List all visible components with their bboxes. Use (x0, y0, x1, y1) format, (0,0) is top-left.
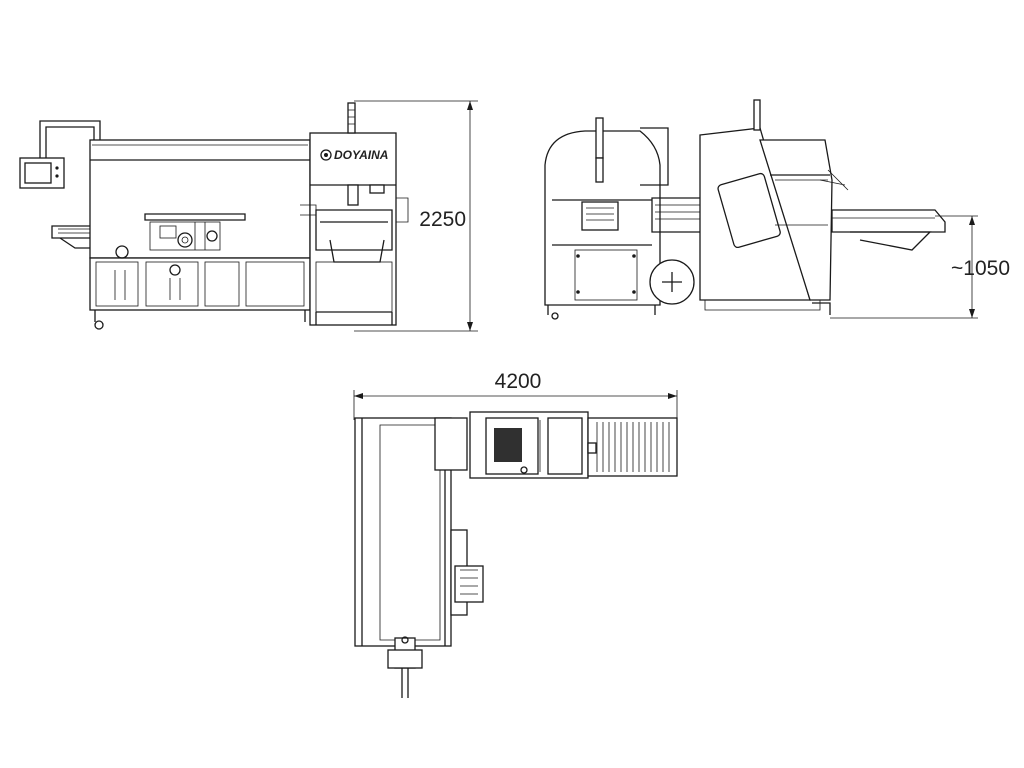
hmi-screen (24, 162, 52, 184)
signal-light-tower (347, 102, 356, 134)
lower-frame (89, 257, 311, 311)
working-height-dimension: ~1050 (830, 215, 1010, 319)
brand-logo: DOYAINA (320, 148, 388, 162)
logo-text: DOYAINA (334, 148, 388, 162)
working-height-label: ~1050 (951, 257, 1010, 280)
inspection-window (717, 172, 781, 249)
length-dimension: 4200 (353, 370, 678, 420)
height-label: 2250 (419, 208, 466, 231)
length-label: 4200 (495, 370, 542, 393)
side-elevation-view: ~1050 (544, 99, 1010, 320)
plan-view: 4200 (353, 370, 678, 698)
front-elevation-view: DOYAINA 2250 (19, 100, 478, 332)
height-dimension: 2250 (354, 100, 478, 332)
outfeed-table (831, 209, 946, 233)
main-cabinet (89, 139, 311, 259)
plan-outfeed-conveyor (587, 417, 678, 477)
side-light-tower (753, 99, 761, 131)
